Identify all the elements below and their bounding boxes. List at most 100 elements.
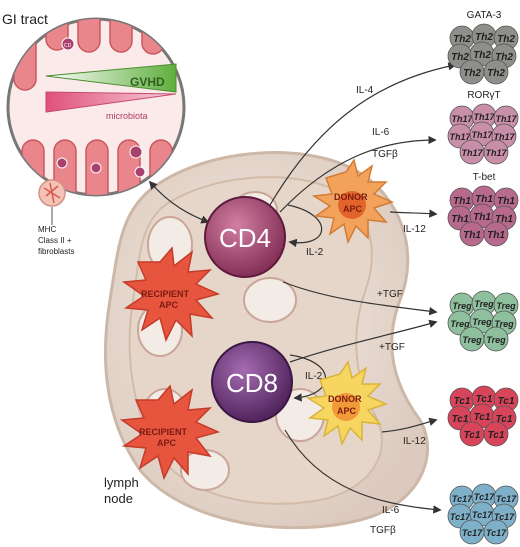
cluster-cell-label: Th17 (449, 132, 471, 142)
gi-tract-title: GI tract (2, 11, 48, 27)
donor-apc-top-line1: DONOR (334, 192, 368, 202)
cd4-cell: CD4 (204, 196, 286, 278)
donor-apc-bottom-line1: DONOR (328, 394, 362, 404)
cluster-cell (483, 519, 509, 545)
cluster-cell-label: Th17 (473, 112, 495, 122)
cluster-cell-label: Tc17 (450, 512, 471, 522)
cluster-cell-label: Th2 (451, 52, 469, 63)
cluster-cell (483, 421, 509, 447)
cluster-cell-label: Th1 (453, 196, 471, 207)
cluster-cell-label: Tc17 (472, 510, 493, 520)
cluster-cell-label: Treg (452, 301, 472, 311)
cluster-cell-label: Tc1 (488, 430, 505, 441)
label-tgfb-bottom: TGFβ (370, 525, 396, 536)
arrow-il12-top (389, 209, 438, 218)
cluster-cell-label: Tc1 (474, 412, 491, 423)
cluster-cell-label: Tc17 (486, 528, 507, 538)
arrow-tgf-top (282, 281, 438, 316)
cluster-cell-label: Tc1 (476, 394, 493, 405)
lymph-node-label-line2: node (104, 491, 133, 506)
cluster-cell (483, 326, 509, 352)
cluster-cell-label: Tc17 (474, 492, 495, 502)
cd8-cell: CD8 (211, 341, 293, 423)
cluster-title: RORγT (467, 90, 500, 101)
cluster-cell-label: Th1 (463, 230, 481, 241)
cluster-cell-label: Th2 (495, 52, 513, 63)
cluster-cell-label: Th1 (475, 194, 493, 205)
donor-apc-bottom: DONOR APC (305, 360, 389, 447)
arrow-il12-bottom (381, 417, 438, 433)
cluster-cell-label: Tc17 (452, 494, 473, 504)
cluster-title: GATA-3 (467, 10, 502, 21)
cd8-label: CD8 (226, 368, 278, 398)
cluster-cell-label: Treg (462, 335, 482, 345)
cluster-cell-label: Th2 (497, 34, 515, 45)
cluster-cell-label: Treg (450, 319, 470, 329)
cluster-cell (483, 221, 509, 247)
gi-cells (56, 37, 146, 178)
cluster-cell-label: Tc1 (496, 414, 513, 425)
cluster-cell-label: Th2 (463, 68, 481, 79)
recipient-apc-bottom: RECIPIENT APC (119, 384, 221, 481)
cluster-cell-label: Tc1 (464, 430, 481, 441)
cluster-cell-label: Th2 (453, 34, 471, 45)
cluster-cell-label: Tc1 (498, 396, 515, 407)
mhc-label-line3: fibroblasts (38, 247, 74, 256)
label-il2-bottom: IL-2 (305, 371, 323, 382)
cluster-cell-label: Treg (472, 317, 492, 327)
label-tgf-mid: +TGF (379, 342, 405, 353)
cluster-cell-label: Th17 (485, 148, 507, 158)
gi-tract-inset: CD GVHD microbiota GI tract (2, 11, 186, 197)
microbiota-wedge (45, 91, 177, 113)
arrow-il2-top (287, 204, 323, 248)
donor-apc-top: DONOR APC (311, 158, 395, 245)
recipient-apc-top-line1: RECIPIENT (141, 289, 190, 299)
label-tgfb-top: TGFβ (372, 149, 398, 160)
gvhd-wedge (45, 63, 177, 93)
donor-apc-top-line2: APC (343, 204, 363, 214)
arrow-il6-bottom (284, 429, 442, 514)
label-il12-top: IL-12 (403, 224, 426, 235)
label-il6-top: IL-6 (372, 127, 390, 138)
arrow-il6-top (279, 135, 437, 213)
cytokine-labels: IL-4 IL-6 TGFβ IL-12 IL-2 +TGF +TGF IL-2… (305, 85, 426, 536)
microbiota-label: microbiota (106, 111, 148, 121)
label-il6-bottom: IL-6 (382, 505, 400, 516)
cluster-cell-label: Tc1 (452, 414, 469, 425)
recipient-apc-top-line2: APC (159, 300, 179, 310)
arrows (148, 62, 457, 514)
cluster-cell-label: Tc1 (454, 396, 471, 407)
mhc-label-line1: MHC (38, 225, 56, 234)
mhc-label-line2: Class II + (38, 236, 72, 245)
cluster-cell-label: Th2 (473, 50, 491, 61)
cluster-cell-label: Th17 (493, 132, 515, 142)
cluster-cell-label: Th17 (471, 130, 493, 140)
cluster-cell-label: Tc17 (496, 494, 517, 504)
cluster-cell-label: Th1 (473, 212, 491, 223)
cluster-cell (483, 59, 509, 85)
donor-apc-bottom-line2: APC (337, 406, 357, 416)
cluster-cell-label: Treg (474, 299, 494, 309)
cluster-cell-label: Th1 (497, 196, 515, 207)
gvhd-label: GVHD (130, 75, 165, 89)
label-il2-top: IL-2 (306, 247, 324, 258)
cluster-cell-label: Treg (494, 319, 514, 329)
cluster-cell (483, 139, 509, 165)
label-il12-bottom: IL-12 (403, 436, 426, 447)
label-il4: IL-4 (356, 85, 374, 96)
cluster-cell-label: Th17 (495, 114, 517, 124)
cluster-title: T-bet (473, 172, 496, 183)
cluster-cell-label: Treg (496, 301, 516, 311)
cluster-cell-label: Tc17 (494, 512, 515, 522)
cluster-cell-label: Th17 (461, 148, 483, 158)
gi-cell-label: CD (64, 43, 72, 49)
label-tgf-top: +TGF (377, 289, 403, 300)
arrow-il4 (269, 62, 457, 206)
